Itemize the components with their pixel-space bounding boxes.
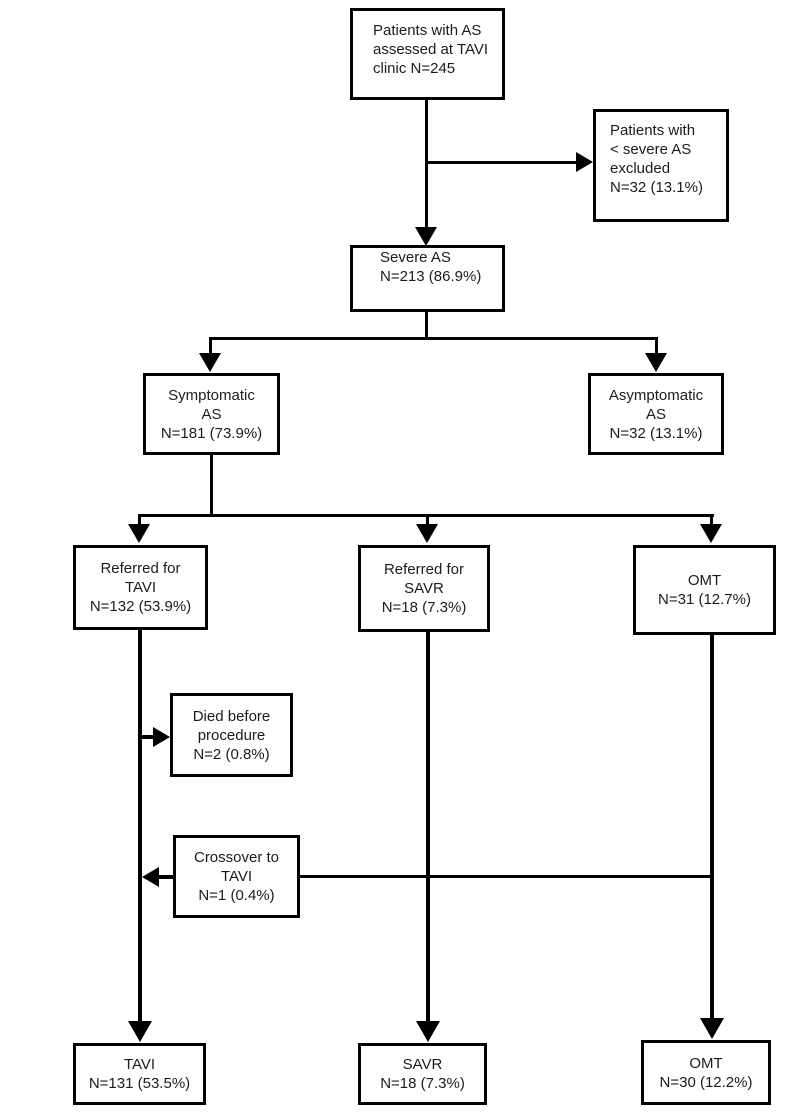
node-crossover-to-tavi: Crossover to TAVI N=1 (0.4%) (173, 835, 300, 918)
arrowhead-crossover-to-tavi-line (142, 867, 159, 887)
connector-tavi-main-vertical (138, 630, 142, 1021)
arrowhead-into-omt-outcome (700, 1018, 724, 1039)
connector-crossover-right-h (300, 875, 712, 878)
arrowhead-into-savr-outcome (416, 1021, 440, 1042)
node-referred-tavi: Referred for TAVI N=132 (53.9%) (73, 545, 208, 630)
node-savr-outcome-label: SAVR N=18 (7.3%) (380, 1056, 465, 1092)
connector-severe-down (425, 312, 428, 339)
node-omt: OMT N=31 (12.7%) (633, 545, 776, 635)
node-crossover-to-tavi-label: Crossover to TAVI N=1 (0.4%) (193, 849, 280, 904)
node-symptomatic-as: Symptomatic AS N=181 (73.9%) (143, 373, 280, 455)
connector-died-branch (142, 735, 156, 739)
node-omt-outcome: OMT N=30 (12.2%) (641, 1040, 771, 1105)
connector-omt-drop (710, 514, 713, 525)
connector-symptomatic-down (210, 455, 213, 517)
node-tavi-outcome-label: TAVI N=131 (53.5%) (88, 1056, 191, 1092)
node-patients-assessed: Patients with AS assessed at TAVI clinic… (350, 8, 505, 100)
node-symptomatic-as-label: Symptomatic AS N=181 (73.9%) (160, 386, 263, 442)
arrowhead-into-asymptomatic (645, 353, 667, 372)
connector-crossover-left-shaft (157, 875, 173, 879)
connector-reftavi-drop (138, 514, 141, 525)
arrowhead-into-omt (700, 524, 722, 543)
arrowhead-into-referred-tavi (128, 524, 150, 543)
connector-omt-main-vertical (710, 635, 714, 1018)
arrowhead-into-died (153, 727, 170, 747)
node-severe-as-label: Severe AS N=213 (86.9%) (380, 249, 482, 285)
node-omt-label: OMT N=31 (12.7%) (658, 572, 751, 608)
node-excluded: Patients with < severe AS excluded N=32 … (593, 109, 729, 222)
arrowhead-into-severe (415, 227, 437, 246)
node-referred-savr-label: Referred for SAVR N=18 (7.3%) (381, 561, 467, 616)
node-asymptomatic-as-label: Asymptomatic AS N=32 (13.1%) (608, 386, 704, 442)
connector-split-symptomatic-h (209, 337, 658, 340)
node-severe-as: Severe AS N=213 (86.9%) (350, 245, 505, 312)
arrowhead-into-symptomatic (199, 353, 221, 372)
node-patients-assessed-label: Patients with AS assessed at TAVI clinic… (373, 22, 489, 77)
node-asymptomatic-as: Asymptomatic AS N=32 (13.1%) (588, 373, 724, 455)
node-omt-outcome-label: OMT N=30 (12.2%) (659, 1054, 753, 1091)
connector-savr-main-vertical (426, 632, 430, 1021)
connector-refsavr-drop (426, 514, 429, 525)
arrowhead-into-excluded (576, 152, 593, 172)
connector-symptomatic-drop (209, 337, 212, 354)
connector-branch-to-excluded (425, 161, 577, 164)
node-died-before-procedure-label: Died before procedure N=2 (0.8%) (192, 707, 271, 763)
arrowhead-into-referred-savr (416, 524, 438, 543)
node-died-before-procedure: Died before procedure N=2 (0.8%) (170, 693, 293, 777)
node-referred-savr: Referred for SAVR N=18 (7.3%) (358, 545, 490, 632)
connector-asymptomatic-drop (655, 337, 658, 354)
node-referred-tavi-label: Referred for TAVI N=132 (53.9%) (89, 560, 192, 615)
arrowhead-into-tavi-outcome (128, 1021, 152, 1042)
node-savr-outcome: SAVR N=18 (7.3%) (358, 1043, 487, 1105)
node-tavi-outcome: TAVI N=131 (53.5%) (73, 1043, 206, 1105)
node-excluded-label: Patients with < severe AS excluded N=32 … (610, 122, 703, 196)
